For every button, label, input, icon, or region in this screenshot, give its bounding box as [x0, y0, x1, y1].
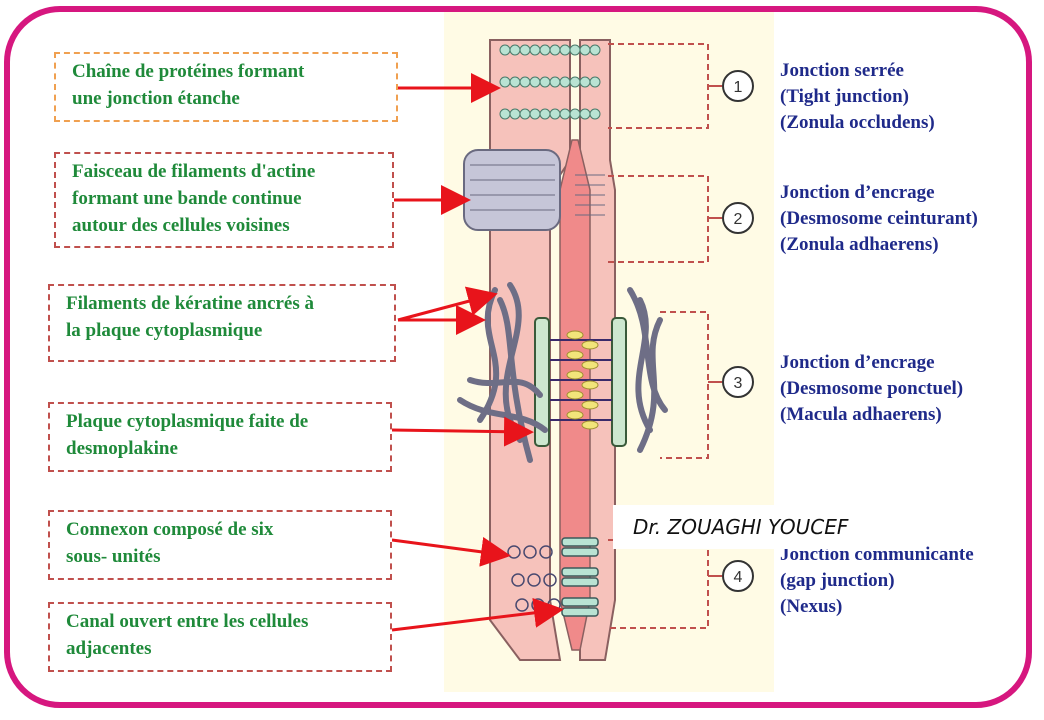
junction-number-1: 1: [734, 79, 743, 96]
junction-line: Jonction d’encrage: [780, 180, 978, 206]
junction-number-4: 4: [734, 569, 743, 586]
label-actin-bundle: Faisceau de filaments d'actine formant u…: [54, 152, 394, 248]
label-line: Faisceau de filaments d'actine: [72, 158, 382, 185]
label-line: la plaque cytoplasmique: [66, 317, 384, 344]
junction-line: (Zonula occludens): [780, 110, 935, 136]
author-watermark: Dr. ZOUAGHI YOUCEF: [613, 505, 875, 549]
actin-belt: [464, 150, 560, 230]
label-line: formant une bande continue: [72, 185, 382, 212]
label-cytoplasmic-plaque: Plaque cytoplasmique faite de desmoplaki…: [48, 402, 392, 472]
label-line: Chaîne de protéines formant: [72, 58, 386, 85]
junction-line: (Desmosome ceinturant): [780, 206, 978, 232]
label-line: sous- unités: [66, 543, 380, 570]
junction-line: (gap junction): [780, 568, 974, 594]
junction-line: (Tight junction): [780, 84, 935, 110]
label-line: adjacentes: [66, 635, 380, 662]
label-line: autour des cellules voisines: [72, 212, 382, 239]
label-connexon: Connexon composé de six sous- unités: [48, 510, 392, 580]
junction-number-2: 2: [734, 211, 743, 228]
label-line: Plaque cytoplasmique faite de: [66, 408, 380, 435]
label-line: Connexon composé de six: [66, 516, 380, 543]
label-line: Canal ouvert entre les cellules: [66, 608, 380, 635]
junction-label-1: Jonction serrée (Tight junction) (Zonula…: [780, 58, 935, 136]
junction-line: Jonction d’encrage: [780, 350, 963, 376]
junction-line: (Zonula adhaerens): [780, 232, 978, 258]
label-tight-proteins: Chaîne de protéines formant une jonction…: [54, 52, 398, 122]
junction-label-2: Jonction d’encrage (Desmosome ceinturant…: [780, 180, 978, 258]
junction-line: (Nexus): [780, 594, 974, 620]
label-line: desmoplakine: [66, 435, 380, 462]
label-keratin-filaments: Filaments de kératine ancrés à la plaque…: [48, 284, 396, 362]
junction-line: Jonction serrée: [780, 58, 935, 84]
junction-label-4: Jonction communicante (gap junction) (Ne…: [780, 542, 974, 620]
junction-number-3: 3: [734, 375, 743, 392]
right-plaque: [612, 318, 626, 446]
junction-label-3: Jonction d’encrage (Desmosome ponctuel) …: [780, 350, 963, 428]
label-line: une jonction étanche: [72, 85, 386, 112]
label-line: Filaments de kératine ancrés à: [66, 290, 384, 317]
junction-line: (Desmosome ponctuel): [780, 376, 963, 402]
junction-line: (Macula adhaerens): [780, 402, 963, 428]
label-open-channel: Canal ouvert entre les cellules adjacent…: [48, 602, 392, 672]
